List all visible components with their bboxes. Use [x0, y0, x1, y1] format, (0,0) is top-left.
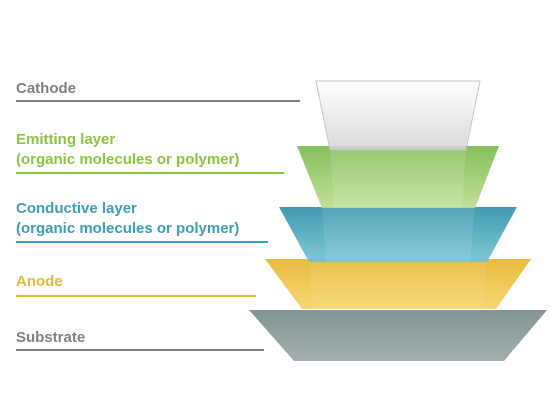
- anode-label-line: Anode: [16, 273, 63, 290]
- anode-layer-shape: [265, 259, 531, 309]
- substrate-underline: [16, 349, 264, 351]
- anode-underline: [16, 295, 256, 297]
- substrate-label-line: Substrate: [16, 329, 86, 346]
- substrate-layer-shape: [249, 310, 547, 361]
- conductive-layer-label-line: Conductive layer: [16, 200, 137, 217]
- emitting-layer-underline: [16, 172, 284, 174]
- conductive-layer-underline: [16, 241, 268, 243]
- conductive-layer-label-subline: (organic molecules or polymer): [16, 220, 240, 237]
- stack-highlight-band: [330, 150, 466, 208]
- stack-highlight-band: [322, 208, 475, 262]
- emitting-layer-shape: [297, 146, 499, 208]
- emitting-layer-label-line: Emitting layer: [16, 131, 116, 148]
- substrate-label: Substrate: [16, 328, 85, 348]
- emitting-layer-label: Emitting layer (organic molecules or pol…: [16, 130, 239, 170]
- conductive-layer-shape: [279, 207, 517, 262]
- conductive-layer-label: Conductive layer (organic molecules or p…: [16, 199, 239, 239]
- anode-label: Anode: [16, 272, 63, 292]
- cathode-underline: [16, 100, 300, 102]
- emitting-layer-label-subline: (organic molecules or polymer): [16, 151, 240, 168]
- cathode-layer-shape: [315, 80, 481, 151]
- cathode-label: Cathode: [16, 79, 76, 99]
- stack-highlight-band: [309, 262, 487, 309]
- cathode-label-line: Cathode: [16, 80, 76, 97]
